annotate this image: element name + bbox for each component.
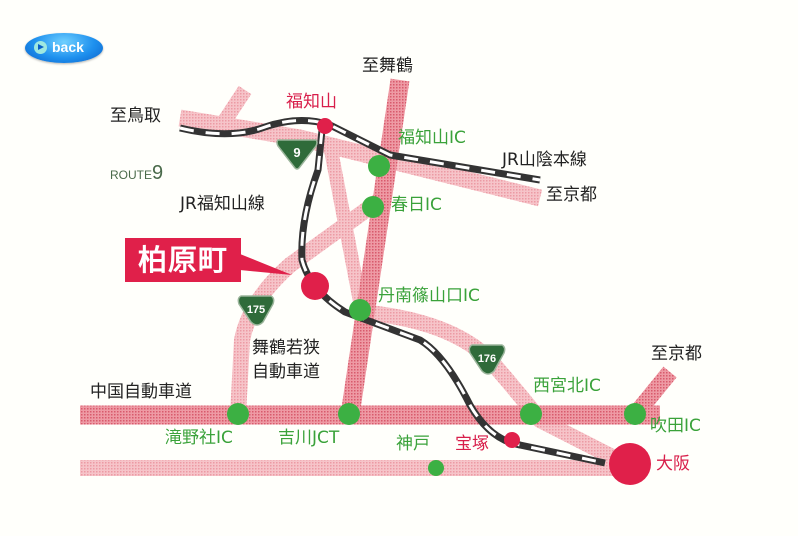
ic-takino [227, 403, 249, 425]
svg-text:175: 175 [247, 304, 265, 316]
station-takarazuka [504, 432, 520, 448]
ic-nishinomiyakita [520, 403, 542, 425]
railway-fukuchiyama-label: JR福知山線 [180, 194, 265, 214]
direction-maizuru: 至舞鶴 [362, 56, 413, 76]
shield-175: 175 [237, 295, 275, 326]
jct-yokawa-label: 吉川JCT [278, 428, 340, 448]
play-arrow-icon [34, 41, 47, 54]
route9-label: ROUTE9 [110, 162, 164, 184]
city-kobe-dot [428, 460, 444, 476]
city-takarazuka-label: 宝塚 [455, 434, 489, 454]
svg-text:9: 9 [293, 145, 300, 160]
ic-fukuchiyama-label: 福知山IC [398, 128, 466, 148]
chugoku-expressway-label: 中国自動車道 [90, 382, 192, 402]
kaibara-marker [301, 272, 329, 300]
direction-tottori: 至鳥取 [110, 106, 161, 126]
back-button[interactable]: back [25, 33, 103, 63]
city-fukuchiyama-label: 福知山 [286, 92, 337, 112]
ic-kasuga [362, 196, 384, 218]
shield-176: 176 [468, 344, 506, 375]
city-osaka-dot [609, 443, 651, 485]
direction-kyoto-north: 至京都 [546, 185, 597, 205]
back-label: back [52, 39, 84, 55]
direction-kyoto-south: 至京都 [651, 344, 702, 364]
ic-nishinomiyakita-label: 西宮北IC [533, 376, 601, 396]
road-maizuru-expressway [340, 78, 410, 417]
city-kobe-label: 神戸 [396, 434, 430, 454]
town-callout: 柏原町 [125, 238, 241, 282]
road-route9 [178, 109, 543, 207]
ic-fukuchiyama [368, 155, 390, 177]
road-kaibara-connector [323, 143, 369, 314]
railway-sanin-label: JR山陰本線 [502, 150, 587, 170]
city-osaka-label: 大阪 [656, 454, 690, 474]
jct-yokawa [338, 403, 360, 425]
ic-suita [624, 403, 646, 425]
maizuru-expressway-label-1: 舞鶴若狭 [252, 338, 320, 358]
ic-kasuga-label: 春日IC [391, 195, 442, 215]
road-route9-branch [215, 85, 252, 130]
ic-tannan [349, 299, 371, 321]
svg-text:176: 176 [478, 353, 496, 365]
maizuru-expressway-label-2: 自動車道 [252, 362, 320, 382]
ic-suita-label: 吹田IC [650, 416, 701, 436]
callout-pointer [240, 254, 292, 275]
ic-takino-label: 滝野社IC [165, 428, 233, 448]
ic-tannan-label: 丹南篠山口IC [378, 286, 480, 306]
station-fukuchiyama [317, 118, 333, 134]
shield-9: 9 [276, 139, 318, 170]
